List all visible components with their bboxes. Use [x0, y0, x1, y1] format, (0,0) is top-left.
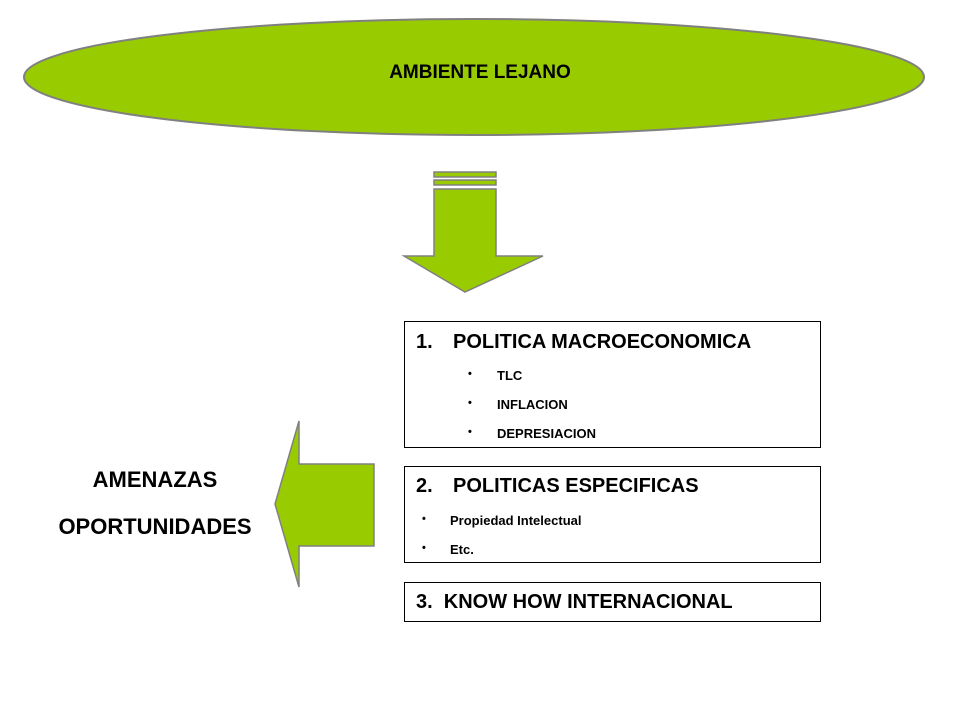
- list-item-text: TLC: [497, 368, 523, 383]
- box-heading: 1. POLITICA MACROECONOMICA: [416, 331, 751, 354]
- list-item: • Propiedad Intelectual: [422, 513, 582, 542]
- bullet-icon: •: [422, 542, 426, 554]
- oval-title: AMBIENTE LEJANO: [389, 62, 571, 83]
- box-heading: 3. KNOW HOW INTERNACIONAL: [416, 591, 733, 613]
- label-oportunidades: OPORTUNIDADES: [58, 514, 252, 539]
- bullet-list: • TLC • INFLACION • DEPRESIACION: [468, 368, 596, 455]
- bullet-icon: •: [468, 397, 472, 409]
- list-item: • INFLACION: [468, 397, 596, 426]
- list-item: • DEPRESIACION: [468, 426, 596, 455]
- list-item-text: INFLACION: [497, 397, 568, 412]
- list-item: • Etc.: [422, 542, 581, 571]
- block-arrow-left-icon: [274, 420, 375, 588]
- list-item-text: Etc.: [450, 542, 474, 557]
- list-item-text: Propiedad Intelectual: [450, 513, 582, 528]
- block-arrow-down-icon: [401, 171, 544, 293]
- heading-text: POLITICAS ESPECIFICAS: [453, 475, 699, 497]
- heading-number: 2.: [416, 475, 433, 497]
- bullet-icon: •: [422, 513, 426, 525]
- list-item-text: DEPRESIACION: [497, 426, 596, 441]
- heading-number: 1.: [416, 331, 433, 353]
- bullet-icon: •: [468, 368, 472, 380]
- heading-text: POLITICA MACROECONOMICA: [453, 331, 752, 353]
- list-item: • TLC: [468, 368, 596, 397]
- ambiente-lejano-oval: [23, 18, 925, 136]
- box-politica-macroeconomica: 1. POLITICA MACROECONOMICA • TLC • INFLACIO…: [404, 321, 821, 448]
- bullet-icon: •: [468, 426, 472, 438]
- box-heading: 2. POLITICAS ESPECIFICAS: [416, 475, 699, 498]
- box-know-how-internacional: 3. KNOW HOW INTERNACIONAL: [404, 582, 821, 622]
- bullet-list: • Propiedad Intelectual • Etc.: [422, 513, 582, 571]
- box-politicas-especificas: 2. POLITICAS ESPECIFICAS • Propiedad Intel…: [404, 466, 821, 563]
- label-amenazas: AMENAZAS: [92, 467, 218, 492]
